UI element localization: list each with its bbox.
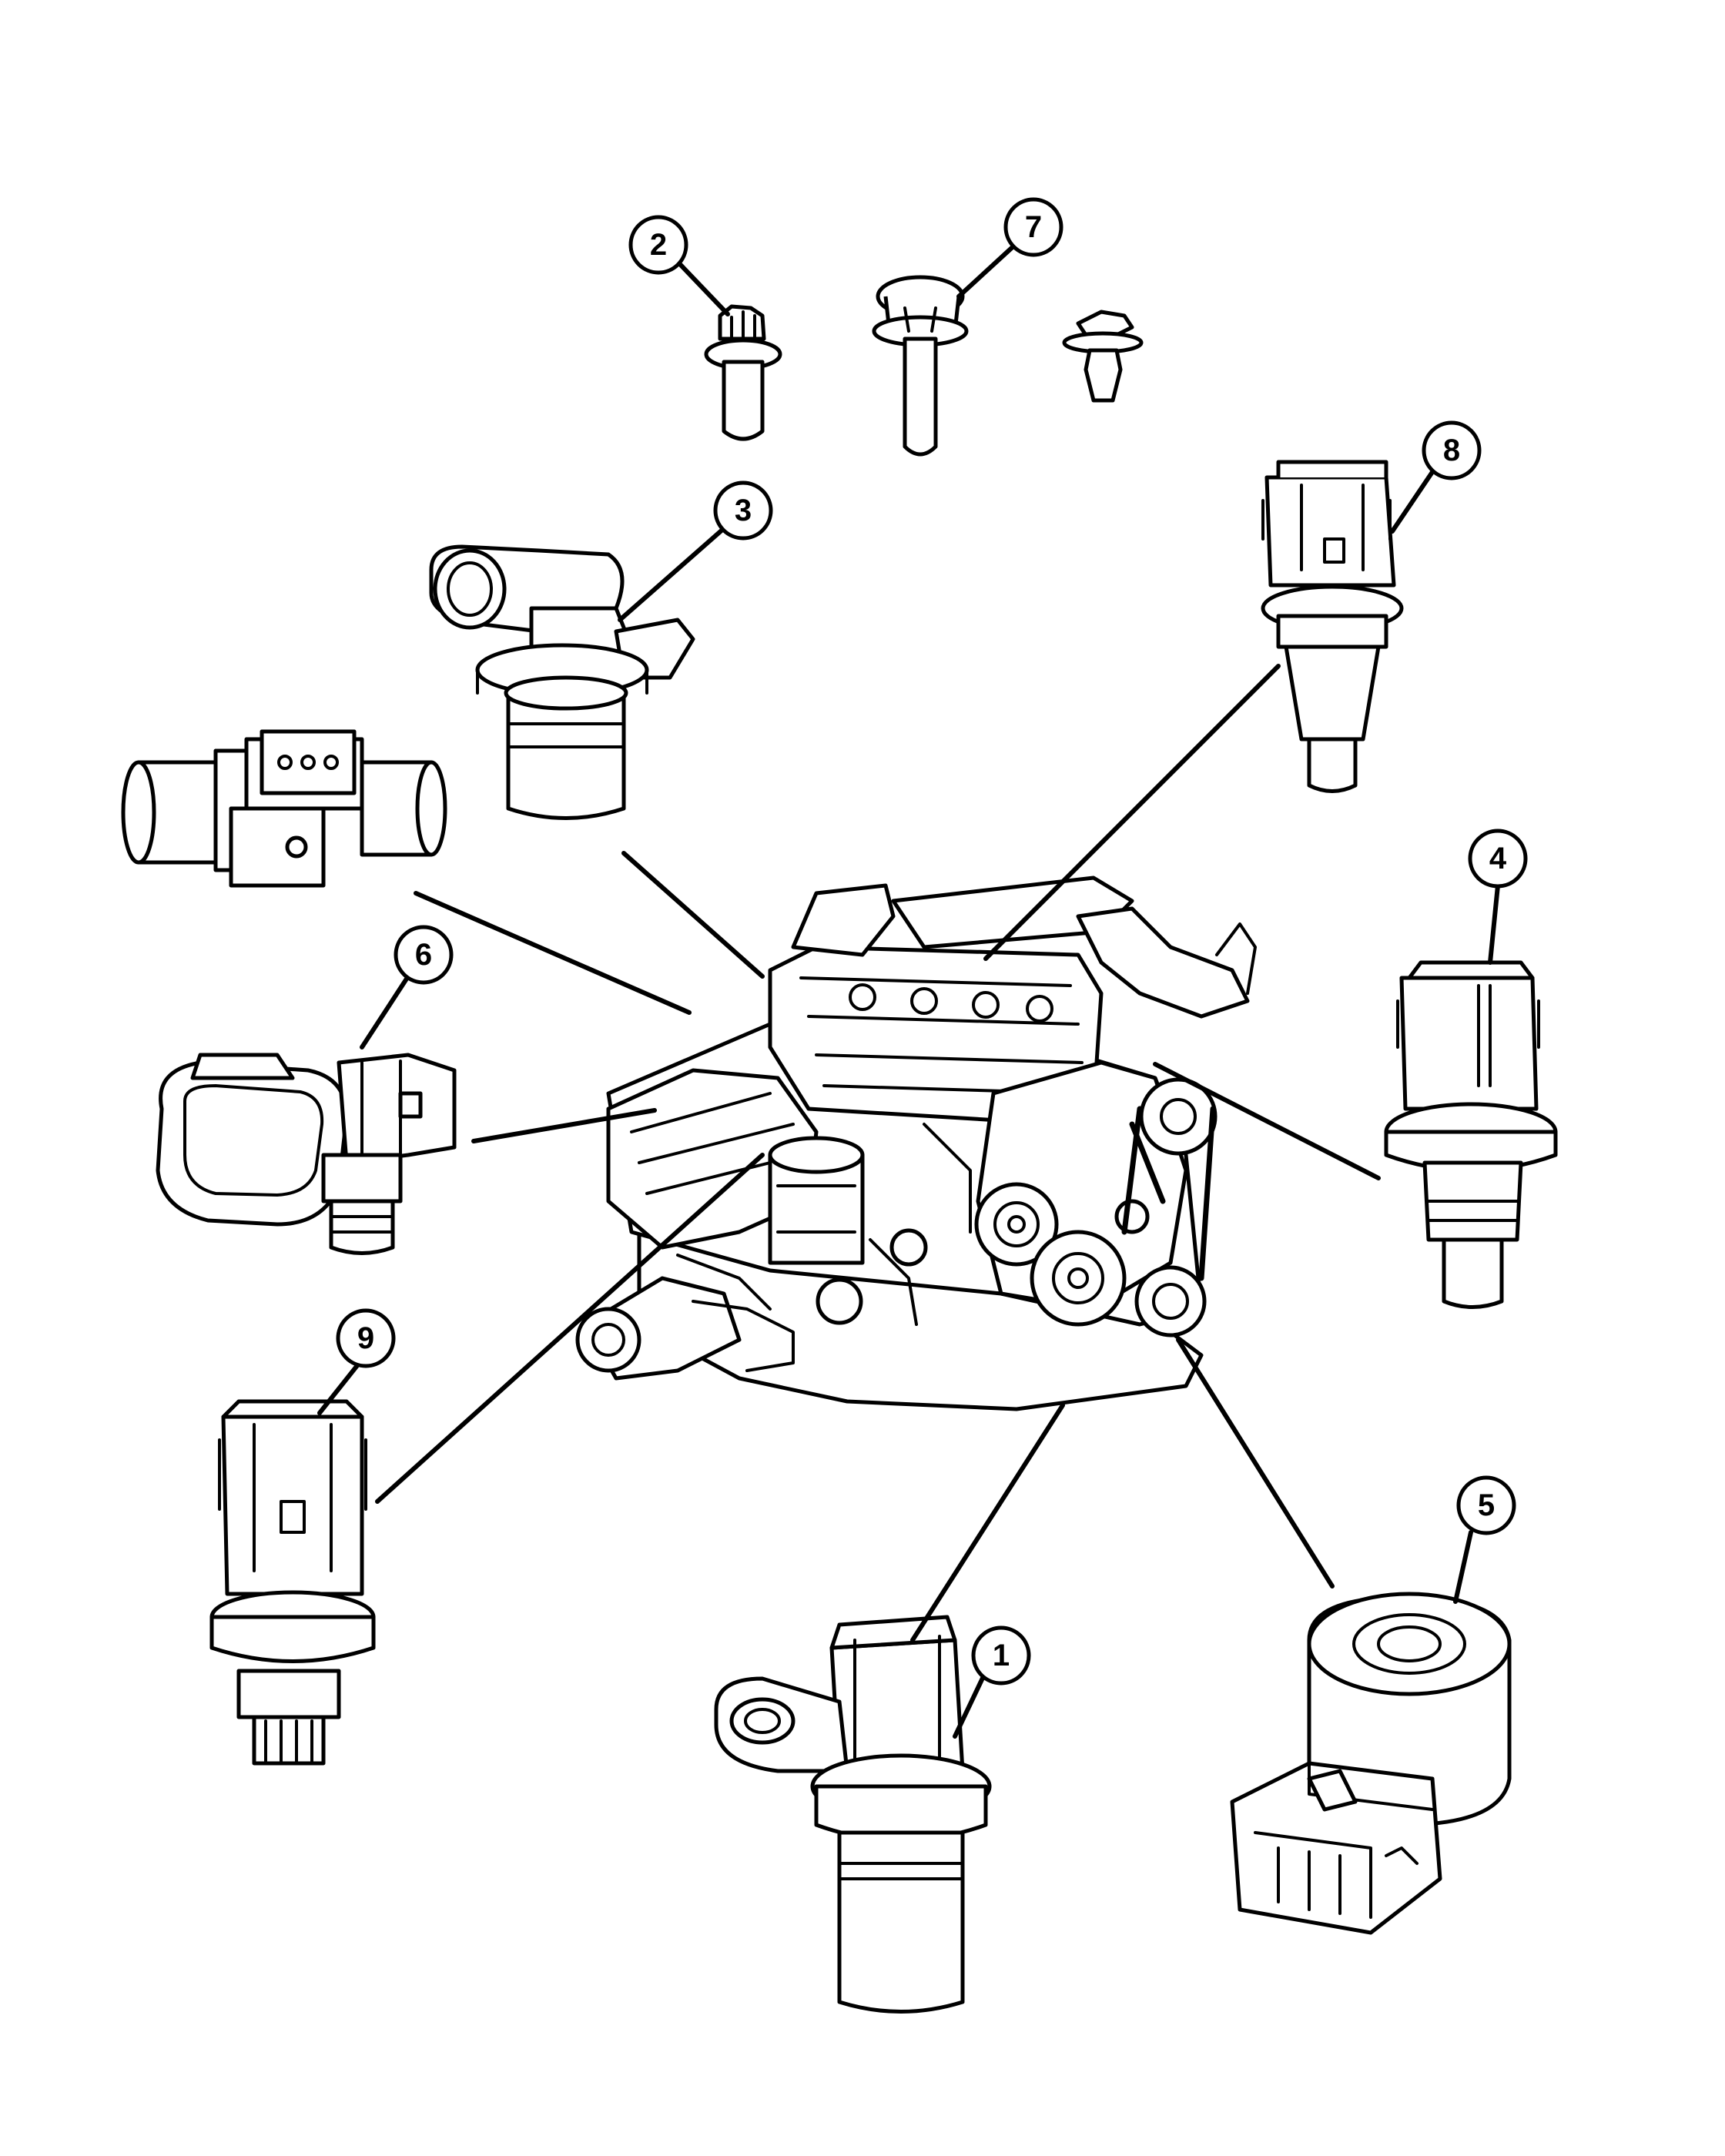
- callout-4: 4: [1468, 829, 1528, 965]
- knock-sensor-part-5: [1230, 1592, 1512, 1935]
- inlet-air-sensor: [121, 729, 447, 888]
- callout-9: 9: [317, 1308, 396, 1415]
- engine-assembly: [575, 875, 1257, 1411]
- callout-5-label: 5: [1478, 1488, 1495, 1522]
- temp-sensor-part-8: [1261, 460, 1404, 793]
- callout-2-label: 2: [650, 228, 667, 262]
- callout-7: 7: [956, 197, 1063, 299]
- callout-1: 1: [953, 1625, 1031, 1739]
- camshaft-sensor-part-3: [429, 544, 695, 820]
- callout-3-label: 3: [735, 494, 752, 527]
- callout-6-label: 6: [415, 938, 432, 972]
- leader-part-4: [1153, 1062, 1381, 1180]
- crank-sensor-part-1: [714, 1615, 992, 2014]
- leader-part-6: [471, 1108, 657, 1143]
- push-pin-fastener: [1062, 310, 1144, 403]
- callout-7-label: 7: [1025, 210, 1042, 244]
- torx-bolt-part-2: [704, 304, 782, 441]
- callout-1-label: 1: [993, 1639, 1010, 1672]
- callout-5: 5: [1453, 1475, 1516, 1604]
- leader-air-sensor: [414, 891, 692, 1015]
- callout-8: 8: [1390, 420, 1482, 534]
- leader-part-3: [621, 851, 765, 979]
- callout-2: 2: [628, 215, 730, 316]
- callout-4-label: 4: [1489, 842, 1507, 875]
- temp-sensor-part-4: [1384, 960, 1558, 1309]
- callout-9-label: 9: [357, 1321, 374, 1355]
- sensor-part-9: [209, 1399, 376, 1766]
- leader-lines: [375, 664, 1381, 1642]
- callout-6: 6: [360, 925, 454, 1050]
- leader-part-1: [910, 1403, 1065, 1642]
- leader-part-5: [1176, 1337, 1335, 1589]
- hex-bolt-part-7: [872, 275, 969, 457]
- callout-8-label: 8: [1443, 434, 1460, 467]
- leader-part-9: [375, 1153, 765, 1504]
- map-sensor-part-6: [156, 1053, 457, 1255]
- callout-3: 3: [618, 480, 773, 622]
- leader-part-8: [983, 664, 1281, 961]
